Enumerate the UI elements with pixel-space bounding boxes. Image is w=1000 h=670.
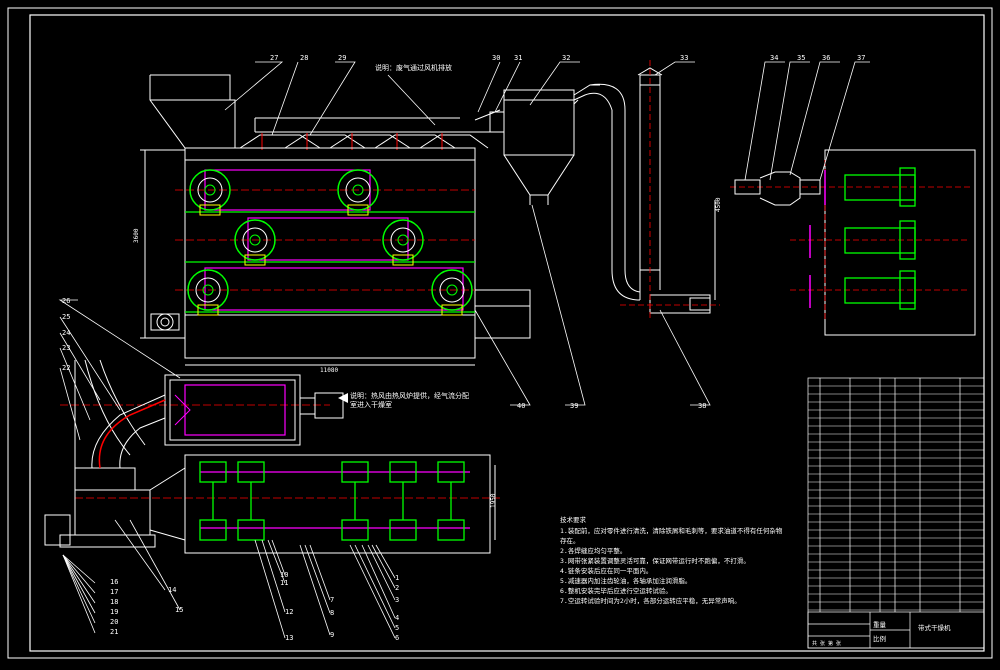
note-hot-air: 说明：热风由热风炉提供，经气流分配室进入干燥室 [350, 392, 469, 409]
label-19: 19 [110, 608, 118, 616]
bill-of-materials [807, 377, 985, 649]
dim-overall-length: 11080 [320, 367, 338, 374]
bom-rows [808, 385, 984, 611]
label-16: 16 [110, 578, 118, 586]
cyclone-separator [474, 83, 641, 301]
label-12: 12 [285, 608, 293, 616]
label-27: 27 [270, 54, 278, 62]
pointer-arrow-icon [338, 393, 348, 403]
label-24: 24 [62, 329, 70, 337]
tech-requirements: 技术要求 1.装配前，应对零件进行清洗，清除铁屑和毛刺等，要求油道不得有任何杂物… [560, 515, 783, 605]
label-14: 14 [168, 586, 176, 594]
label-30: 30 [492, 54, 500, 62]
label-25: 25 [62, 313, 70, 321]
feed-hopper [149, 74, 236, 149]
inner-border [29, 14, 985, 652]
tech-line: 6.整机安装完毕后应进行空运转试验。 [560, 586, 672, 595]
label-26: 26 [62, 297, 70, 305]
drive-motor [150, 313, 180, 331]
label-23: 23 [62, 344, 70, 352]
label-20: 20 [110, 618, 118, 626]
leader-lines [58, 61, 870, 639]
tech-title: 技术要求 [560, 515, 587, 524]
label-15: 15 [175, 606, 183, 614]
tech-line: 存在。 [560, 536, 580, 545]
label-7: 7 [330, 596, 334, 604]
outer-border [7, 7, 993, 659]
drawing-title: 带式干燥机 [918, 623, 951, 632]
tech-line: 2.各焊缝应均匀平整。 [560, 546, 626, 555]
label-13: 13 [285, 634, 293, 642]
label-8: 8 [330, 609, 334, 617]
label-4: 4 [395, 614, 399, 622]
label-39: 39 [570, 402, 578, 410]
dim-cyclone-height: 4500 [715, 197, 722, 212]
title-block [807, 611, 985, 649]
label-37: 37 [857, 54, 865, 62]
elevator-column [637, 67, 716, 314]
dryer-elevation [140, 74, 531, 366]
plan-view [149, 454, 496, 554]
label-9: 9 [330, 631, 334, 639]
side-view [730, 149, 976, 336]
label-21: 21 [110, 628, 118, 636]
label-29: 29 [338, 54, 346, 62]
label-36: 36 [822, 54, 830, 62]
support-frames [185, 211, 475, 313]
drying-chamber [184, 147, 476, 359]
tech-line: 5.减速器内加注齿轮油，各轴承加注润滑脂。 [560, 576, 691, 585]
hot-air-furnace [44, 359, 344, 548]
centerlines [60, 189, 500, 499]
drive-rollers [187, 169, 473, 316]
label-11: 11 [280, 579, 288, 587]
label-1: 1 [395, 574, 399, 582]
tech-line: 3.网带张紧装置调整灵活可靠，保证网带运行时不跑偏，不打滑。 [560, 556, 750, 565]
label-5: 5 [395, 624, 399, 632]
label-10: 10 [280, 571, 288, 579]
label-33: 33 [680, 54, 688, 62]
note-exhaust: 说明：废气通过风机排放 [375, 63, 452, 72]
title-scale: 比例 [873, 634, 886, 643]
dim-plan-width: 1950 [490, 493, 497, 508]
title-weight: 重量 [873, 621, 887, 629]
part-labels: 27 28 29 30 31 32 33 34 35 36 37 38 39 4… [62, 54, 865, 642]
label-18: 18 [110, 598, 118, 606]
label-6: 6 [395, 634, 399, 642]
dim-overall-height: 3600 [133, 228, 140, 243]
label-40: 40 [517, 402, 525, 410]
label-17: 17 [110, 588, 118, 596]
label-3: 3 [395, 596, 399, 604]
note-hot-air-wrap: 说明：热风由热风炉提供，经气流分配室进入干燥室 [350, 392, 469, 409]
label-28: 28 [300, 54, 308, 62]
label-2: 2 [395, 584, 399, 592]
label-38: 38 [698, 402, 706, 410]
tech-line: 7.空运转试验时间为2小时，各部分运转应平稳，无异常声响。 [560, 596, 741, 605]
title-sheet: 共 张 第 张 [812, 640, 841, 647]
label-31: 31 [514, 54, 522, 62]
tech-line: 1.装配前，应对零件进行清洗，清除铁屑和毛刺等，要求油道不得有任何杂物 [560, 526, 783, 535]
label-32: 32 [562, 54, 570, 62]
label-22: 22 [62, 364, 70, 372]
tech-line: 4.链条安装后应在同一平面内。 [560, 566, 652, 575]
label-34: 34 [770, 54, 778, 62]
exhaust-hoods [239, 134, 489, 149]
label-35: 35 [797, 54, 805, 62]
